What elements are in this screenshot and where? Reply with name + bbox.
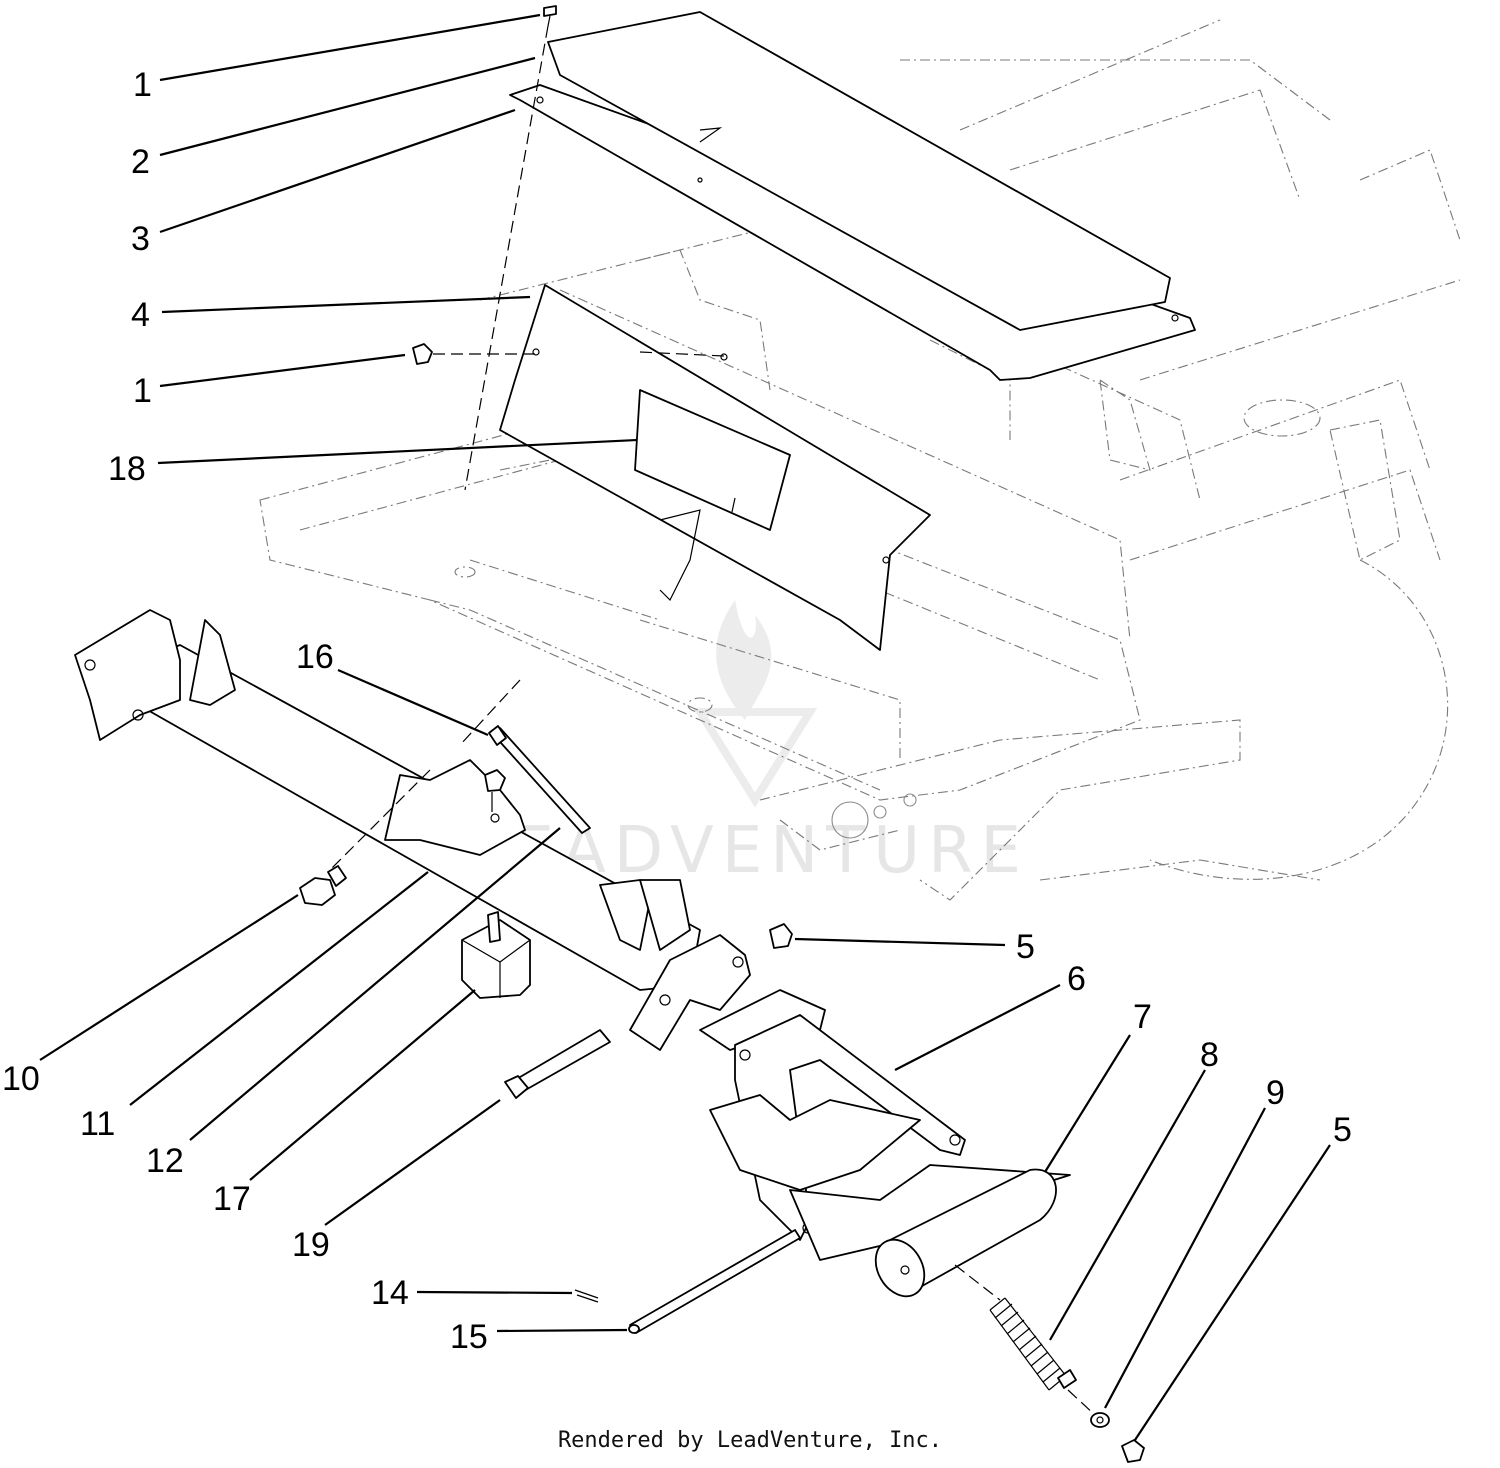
washer <box>1090 1412 1110 1428</box>
hex-nut-5-upper <box>769 923 793 949</box>
footer-credit: Rendered by LeadVenture, Inc. <box>557 1428 943 1453</box>
callout-11: 11 <box>80 1105 115 1143</box>
callout-1: 1 <box>133 66 152 104</box>
long-bolt-19 <box>504 1029 611 1099</box>
callout-1: 1 <box>133 372 152 410</box>
warning-decal <box>634 389 791 531</box>
callout-12: 12 <box>146 1142 184 1180</box>
roller <box>874 1168 1057 1298</box>
callout-15: 15 <box>450 1318 488 1356</box>
callout-16: 16 <box>296 638 334 676</box>
callout-3: 3 <box>131 220 150 258</box>
cotter-pin-14 <box>574 1289 599 1303</box>
callout-18: 18 <box>108 450 146 488</box>
callout-labels: 1 2 3 4 1 18 16 10 11 12 17 19 14 15 5 6… <box>2 66 1352 1356</box>
compression-spring <box>989 1297 1077 1391</box>
axle-rod <box>628 1229 801 1334</box>
callout-6: 6 <box>1067 960 1086 998</box>
callout-5: 5 <box>1016 928 1035 966</box>
callout-4: 4 <box>131 296 150 334</box>
pivot-bolt <box>488 725 591 834</box>
callout-5: 5 <box>1333 1111 1352 1149</box>
screw-mid <box>412 343 433 365</box>
tractor-frame-ghost <box>259 19 1461 901</box>
leader-lines <box>39 13 1331 1441</box>
top-cover-panel <box>509 11 1196 381</box>
pivot-bracket <box>629 934 826 1051</box>
front-panel <box>499 284 931 651</box>
rubber-bumper <box>461 911 531 999</box>
screw-top <box>543 5 557 27</box>
front-axle-tube <box>74 609 701 991</box>
callout-19: 19 <box>292 1226 330 1264</box>
flange-bolt-10 <box>299 865 347 906</box>
callout-17: 17 <box>213 1180 251 1218</box>
hex-nut-12 <box>484 769 506 812</box>
callout-10: 10 <box>2 1060 40 1098</box>
callout-2: 2 <box>131 143 150 181</box>
callout-9: 9 <box>1266 1074 1285 1112</box>
callout-14: 14 <box>371 1274 409 1312</box>
callout-8: 8 <box>1200 1036 1219 1074</box>
callout-7: 7 <box>1133 998 1152 1036</box>
watermark-logo <box>692 600 818 808</box>
hex-nut-5-lower <box>1121 1439 1145 1463</box>
